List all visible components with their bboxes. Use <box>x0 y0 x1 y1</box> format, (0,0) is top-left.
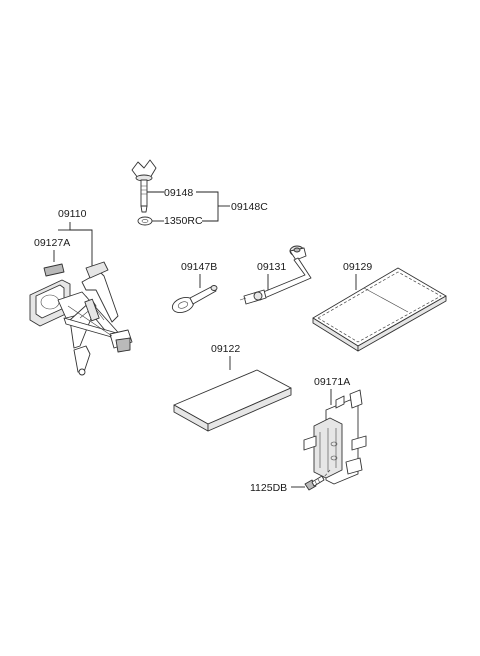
bracket-09171A <box>303 389 367 485</box>
label-09129: 09129 <box>343 261 372 273</box>
label-09147B: 09147B <box>181 261 217 273</box>
label-09122: 09122 <box>211 343 240 355</box>
washer-1350RC <box>137 216 153 226</box>
sticker-09127A <box>43 263 65 277</box>
bolt-1125DB <box>304 475 325 491</box>
wing-bolt-09148 <box>131 159 157 213</box>
leader-lines <box>53 191 357 488</box>
wheel-wrench-09131 <box>239 245 312 305</box>
label-09110: 09110 <box>58 208 87 220</box>
storage-box-09122 <box>173 369 292 432</box>
jack-assembly-09110 <box>29 261 133 376</box>
label-09148: 09148 <box>164 187 193 199</box>
tool-pouch-09129 <box>312 267 447 352</box>
label-1350RC: 1350RC <box>164 215 203 227</box>
label-09127A: 09127A <box>34 237 70 249</box>
label-09148C: 09148C <box>231 201 268 213</box>
label-09131: 09131 <box>257 261 286 273</box>
label-09171A: 09171A <box>314 376 350 388</box>
label-1125DB: 1125DB <box>250 482 287 494</box>
towing-hook-09147B <box>171 285 218 314</box>
